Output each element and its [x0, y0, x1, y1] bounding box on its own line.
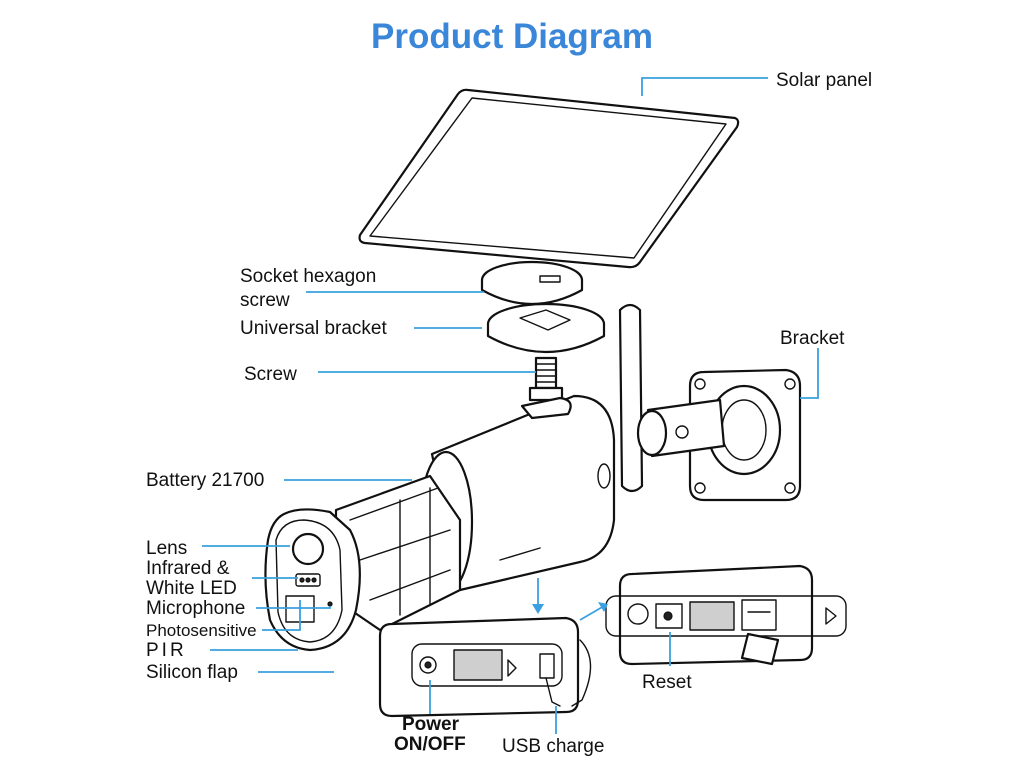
blue-arrows [532, 578, 608, 621]
wall-bracket-drawing [636, 368, 802, 502]
label-screw: Screw [244, 364, 297, 385]
leader-lines [202, 77, 819, 734]
label-microphone: Microphone [146, 598, 245, 619]
label-usb-charge: USB charge [502, 736, 604, 757]
universal-bracket-drawing [486, 302, 606, 354]
camera-head-drawing [264, 508, 361, 652]
label-power-line2: ON/OFF [394, 734, 466, 755]
label-reset: Reset [642, 672, 692, 693]
label-solar-panel: Solar panel [776, 70, 872, 91]
label-silicon-flap: Silicon flap [146, 662, 238, 683]
label-socket-hexagon-line1: Socket hexagon [240, 266, 376, 287]
battery-holder-drawing [334, 474, 462, 632]
label-infrared-line1: Infrared & [146, 558, 230, 579]
label-socket-hexagon-line2: screw [240, 290, 290, 311]
label-infrared-line2: White LED [146, 578, 237, 599]
bottom-panel-reset-drawing [605, 564, 847, 666]
label-power-line1: Power [402, 714, 460, 735]
solar-panel-drawing [358, 88, 740, 269]
socket-hexagon-cap-drawing [480, 260, 584, 305]
bottom-panel-power-usb-drawing [378, 616, 592, 718]
diagram-labels: Solar panel Socket hexagon screw Univers… [146, 70, 872, 757]
diagram-title: Product Diagram [371, 17, 653, 56]
label-universal-bracket: Universal bracket [240, 318, 387, 339]
label-pir: PIR [146, 640, 187, 661]
antenna-drawing [618, 303, 644, 493]
label-bracket: Bracket [780, 328, 845, 349]
screw-drawing [528, 356, 564, 402]
label-lens: Lens [146, 538, 187, 559]
label-photosensitive: Photosensitive [146, 621, 257, 640]
label-battery: Battery 21700 [146, 470, 264, 491]
